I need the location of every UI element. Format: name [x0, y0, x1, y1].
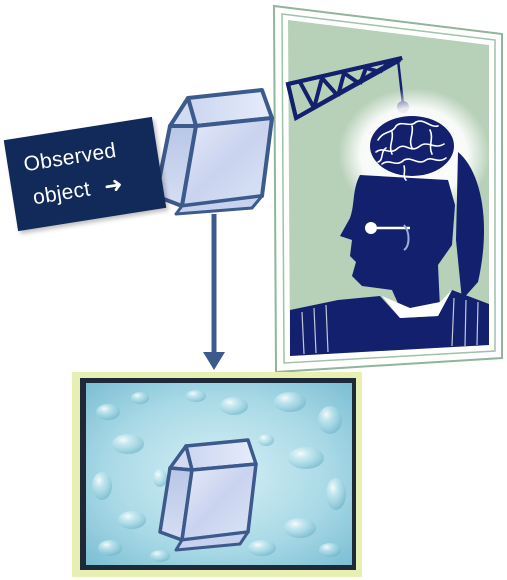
mind-poster — [274, 6, 502, 372]
mental-image-frame — [72, 372, 362, 577]
label-line-object: object — [31, 178, 92, 211]
right-arrow-icon: ➜ — [102, 171, 124, 200]
cube-icon — [156, 90, 272, 214]
down-arrow-icon — [203, 214, 225, 370]
label-line-observed: Observed — [22, 139, 118, 177]
